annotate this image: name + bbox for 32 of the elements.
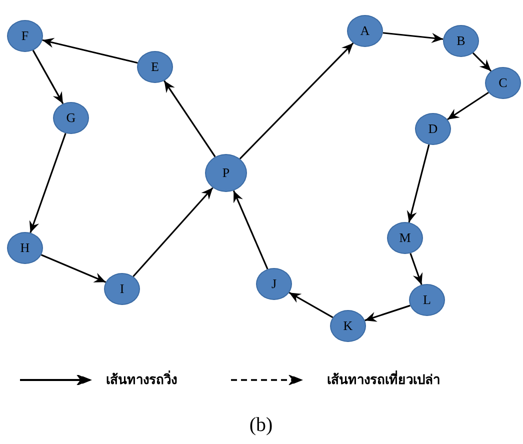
arrow <box>382 32 444 44</box>
node-circle: L <box>409 284 445 316</box>
arrow <box>29 133 66 233</box>
node-circle: G <box>53 102 89 134</box>
arrow <box>232 190 268 270</box>
node-circle: D <box>415 113 451 145</box>
arrow <box>364 304 410 322</box>
node-circle: E <box>137 51 173 83</box>
arrow <box>40 254 106 283</box>
arrow <box>164 80 216 158</box>
node-circle: M <box>387 222 423 254</box>
node-circle: C <box>485 67 521 99</box>
arrow <box>239 42 354 160</box>
node-circle: B <box>443 25 479 57</box>
node-circle: P <box>205 154 247 192</box>
arrow <box>406 144 430 223</box>
node-circle: H <box>7 232 43 264</box>
node-circle: I <box>104 273 140 305</box>
legend-text: เส้นทางรถเที่ยวเปล่า <box>327 370 440 389</box>
arrow <box>32 50 64 104</box>
arrow <box>132 187 214 278</box>
arrow <box>42 38 138 64</box>
arrow <box>410 253 423 285</box>
caption: (b) <box>248 413 274 438</box>
arrow <box>472 52 492 72</box>
node-circle: A <box>347 15 383 47</box>
node-circle: K <box>330 310 366 342</box>
node-circle: J <box>256 268 292 300</box>
legend-text: เส้นทางรถวิ่ง <box>106 370 177 389</box>
arrow <box>288 292 334 318</box>
arrow <box>447 92 489 120</box>
node-circle: F <box>7 20 43 52</box>
